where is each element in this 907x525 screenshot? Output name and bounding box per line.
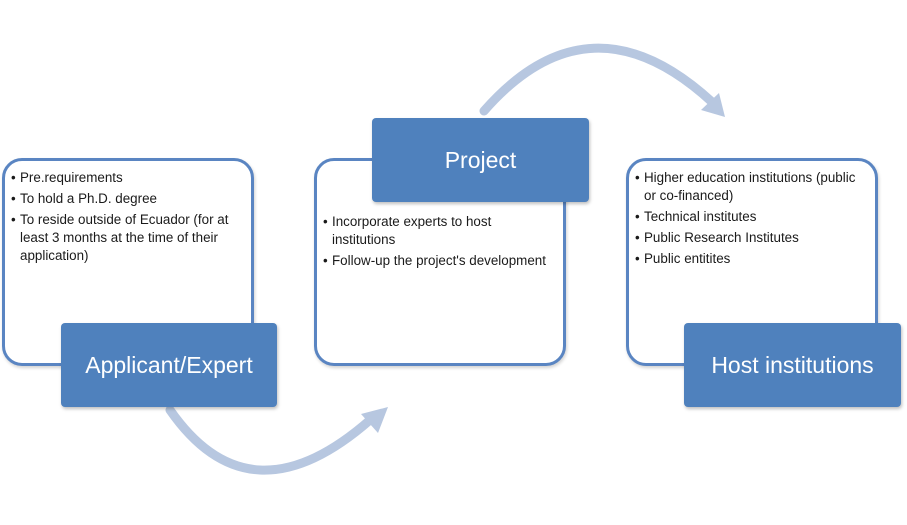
applicant-expert-label: Applicant/Expert xyxy=(61,323,277,407)
arrow-project-to-host xyxy=(479,43,717,116)
arrow-head-applicant-to-project xyxy=(361,407,388,433)
arrow-applicant-to-project xyxy=(165,405,375,475)
list-item: •Public entitites xyxy=(635,251,731,266)
list-item: •Follow-up the project's development xyxy=(323,253,546,268)
host-institutions-label: Host institutions xyxy=(684,323,901,407)
project-tasks-list: •Incorporate experts to host institution… xyxy=(323,213,557,270)
list-item: •To hold a Ph.D. degree xyxy=(11,191,157,206)
host-institutions-list: • Higher education institutions (public … xyxy=(635,169,869,268)
list-item: •Public Research Institutes xyxy=(635,230,799,245)
list-item: • To reside outside of Ecuador (for at l… xyxy=(11,212,229,263)
arrow-head-project-to-host xyxy=(701,93,725,117)
applicant-requirements-list: •Pre.requirements •To hold a Ph.D. degre… xyxy=(11,169,245,265)
list-item: • Higher education institutions (public … xyxy=(635,170,856,203)
project-label: Project xyxy=(372,118,589,202)
list-item: •Incorporate experts to host institution… xyxy=(323,214,492,247)
list-item: •Technical institutes xyxy=(635,209,757,224)
list-item: •Pre.requirements xyxy=(11,170,123,185)
